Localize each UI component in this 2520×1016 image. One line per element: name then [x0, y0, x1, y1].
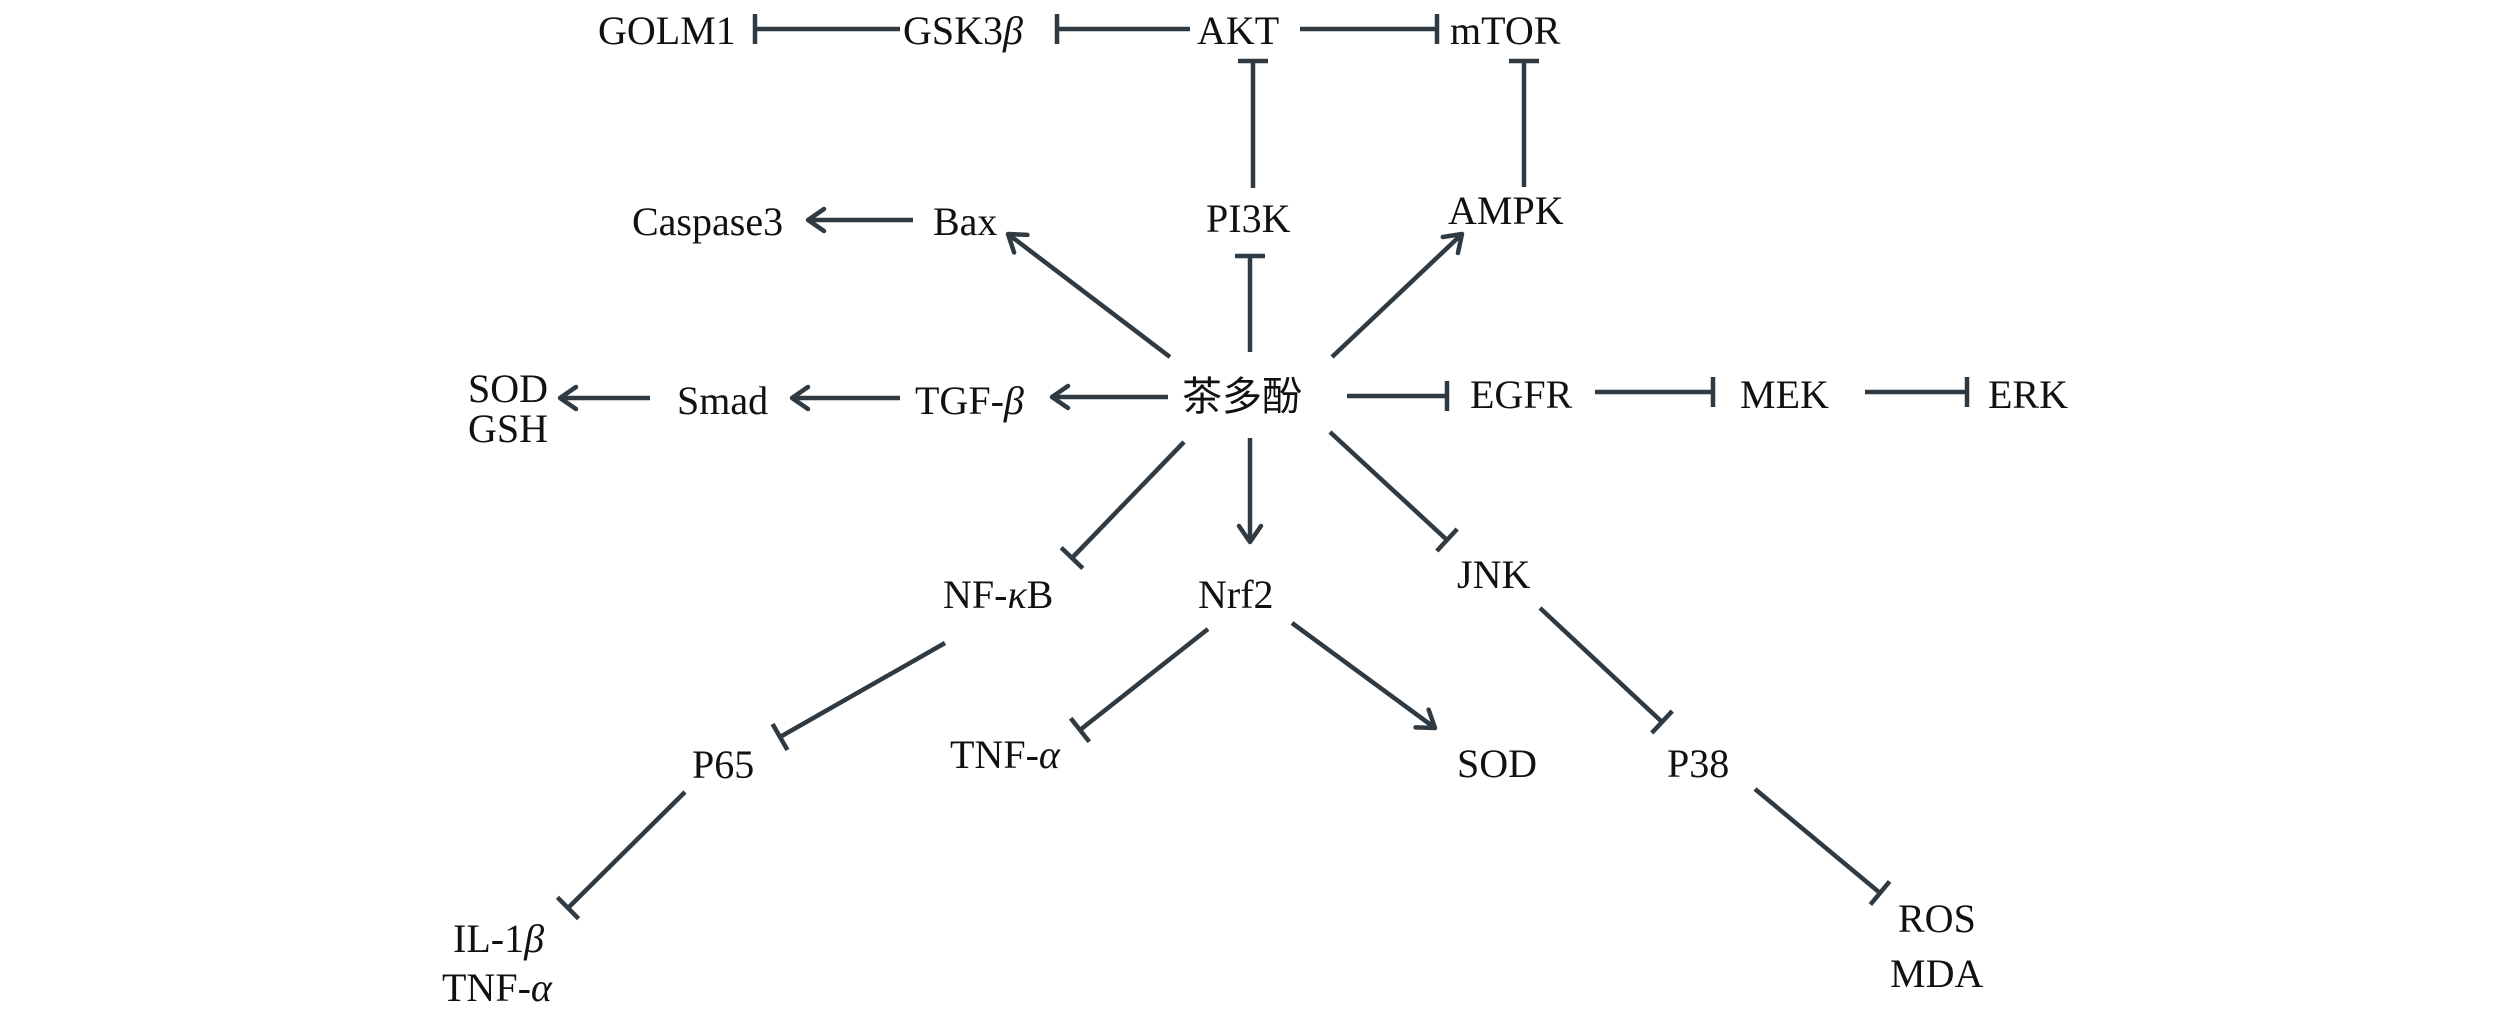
arrowhead-icon — [789, 384, 811, 412]
node-p38: P38 — [1667, 741, 1729, 786]
inhibit-bar-icon — [1068, 716, 1092, 744]
edge-tp-jnk — [1328, 430, 1459, 553]
node-egfr: EGFR — [1470, 372, 1573, 417]
node-ampk: AMPK — [1448, 188, 1564, 233]
edge-line — [778, 641, 947, 739]
edge-tgfb-smad — [789, 384, 900, 412]
inhibit-bar-icon — [1435, 527, 1459, 553]
node-p65: P65 — [692, 742, 754, 787]
edge-line — [1070, 440, 1186, 560]
edge-akt-gsk3b — [1054, 14, 1190, 44]
edge-smad-sodgsh — [557, 384, 650, 412]
node-tea-polyphenols: 茶多酚 — [1182, 374, 1302, 420]
inhibit-bar-icon — [1059, 545, 1085, 571]
edge-nrf2-sod2 — [1290, 621, 1438, 731]
edge-mek-erk — [1865, 377, 1970, 407]
node-caspase3: Caspase3 — [632, 199, 783, 244]
inhibit-bar-icon — [1868, 880, 1892, 906]
edges — [555, 14, 1970, 921]
edge-egfr-mek — [1595, 377, 1716, 407]
edge-tp-bax — [1005, 231, 1172, 359]
edge-pi3k-akt — [1238, 58, 1268, 188]
edge-tp-nrf2 — [1236, 438, 1264, 545]
edge-tp-tgfb — [1049, 383, 1168, 411]
arrowhead-icon — [1440, 231, 1465, 256]
node-jnk: JNK — [1457, 552, 1530, 597]
edge-tp-egfr — [1347, 381, 1450, 411]
node-mek: MEK — [1740, 372, 1829, 417]
node-sod: SOD — [1457, 741, 1537, 786]
inhibit-bar-icon — [555, 895, 581, 921]
node-bax: Bax — [933, 199, 997, 244]
edge-line — [566, 790, 687, 910]
edge-line — [1006, 232, 1172, 359]
edge-p38-rosmda — [1753, 787, 1892, 906]
edge-line — [1328, 430, 1449, 542]
node-nfkb: NF-κB — [943, 572, 1053, 617]
edge-tp-pi3k — [1235, 253, 1265, 352]
node-gsk3b: GSK3β — [903, 8, 1023, 53]
edge-nfkb-p65 — [770, 641, 947, 752]
edge-ampk-mtor — [1509, 58, 1539, 187]
node-pi3k: PI3K — [1206, 196, 1291, 241]
edge-bax-caspase3 — [805, 206, 913, 234]
arrowhead-icon — [1005, 231, 1030, 255]
edge-line — [1078, 627, 1210, 732]
node-nrf2: Nrf2 — [1198, 572, 1274, 617]
node-erk: ERK — [1988, 372, 2068, 417]
edge-akt-mtor — [1300, 14, 1440, 44]
node-tnfa: TNF-α — [950, 732, 1061, 777]
arrowhead-icon — [557, 384, 579, 412]
arrowhead-icon — [1049, 383, 1071, 411]
edge-line — [1538, 606, 1664, 724]
node-golm1: GOLM1 — [598, 8, 736, 53]
inhibit-bar-icon — [770, 722, 790, 752]
edge-line — [1330, 232, 1464, 359]
edge-line — [1290, 621, 1437, 730]
arrowhead-icon — [1236, 523, 1264, 545]
edge-p65-il1b — [555, 790, 687, 921]
node-akt: AKT — [1197, 8, 1279, 53]
edge-tp-nfkb — [1059, 440, 1186, 571]
node-tgfb: TGF-β — [915, 378, 1024, 423]
node-smad: Smad — [677, 378, 768, 423]
inhibit-bar-icon — [1650, 709, 1674, 735]
edge-tp-ampk — [1330, 231, 1465, 359]
node-mtor: mTOR — [1450, 8, 1561, 53]
edge-line — [1753, 787, 1882, 895]
arrowhead-icon — [1413, 707, 1438, 731]
edge-nrf2-tnfa1 — [1068, 627, 1210, 744]
edge-jnk-p38 — [1538, 606, 1674, 735]
edge-gsk3b-golm1 — [752, 14, 900, 44]
arrowhead-icon — [805, 206, 827, 234]
